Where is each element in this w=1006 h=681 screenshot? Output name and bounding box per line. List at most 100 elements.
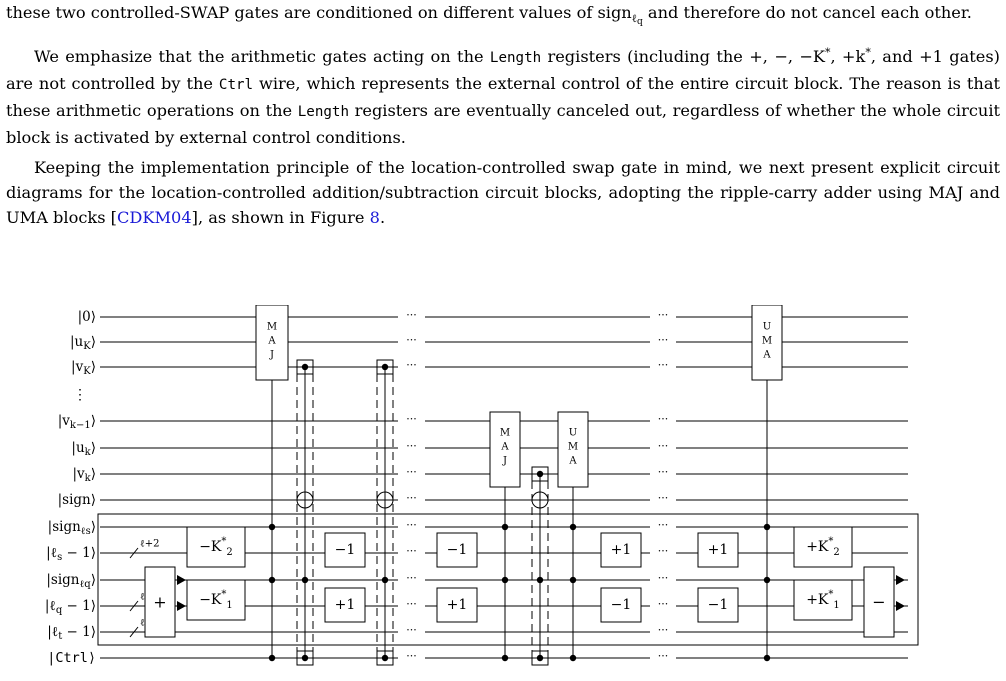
- hdots-5: ···: [406, 466, 417, 479]
- p2-text-c: , +k: [830, 47, 866, 66]
- hdots2-6: ···: [658, 492, 669, 505]
- control-dot: [569, 576, 577, 584]
- uma2-letter-1: M: [762, 336, 772, 347]
- minus-one-gate-2: [436, 532, 478, 568]
- plus-one-gate-4: [697, 532, 739, 568]
- arrow-out-2: [896, 601, 905, 611]
- minus-K1-gate-label-part: *: [221, 589, 226, 600]
- ket-label-1-part: |u: [70, 334, 84, 350]
- hdots-9: ···: [406, 572, 417, 585]
- minus-one-gate-4-label: −1: [708, 597, 729, 613]
- plus-one-gate-1: [324, 587, 366, 623]
- hdots2-8: ···: [658, 545, 669, 558]
- hdots-2: ···: [406, 359, 417, 372]
- ket-label-0-part: |0⟩: [78, 309, 96, 325]
- minus-K2-gate: [186, 526, 246, 568]
- ket-label-3-part: k−1: [70, 420, 91, 431]
- ket-label-7: |signℓs⟩: [48, 519, 96, 537]
- uma1-letter-0: U: [569, 428, 577, 439]
- ket-label-12-part: |Ctrl⟩: [47, 650, 96, 666]
- control-dot: [301, 654, 309, 662]
- ket-label-10-part: |ℓ: [45, 598, 56, 614]
- maj2-letter-2: J: [502, 456, 507, 467]
- minus-one-gate-3-label: −1: [611, 597, 632, 613]
- maj1-letter-1: A: [267, 336, 276, 347]
- hdots2-2: ···: [658, 359, 669, 372]
- uma1-letter-1: M: [568, 442, 578, 453]
- hdots2-0: ···: [658, 309, 669, 322]
- minus-one-gate-4: [697, 587, 739, 623]
- maj2-letter-1: A: [500, 442, 509, 453]
- plus-one-gate-4-label: +1: [708, 542, 729, 558]
- ket-label-10-part: − 1⟩: [62, 598, 96, 614]
- control-dot: [763, 523, 771, 531]
- hdots-0: ···: [406, 309, 417, 322]
- ket-label-5-part: k: [85, 473, 92, 484]
- control-dot: [301, 576, 309, 584]
- ket-label-12: |Ctrl⟩: [47, 650, 96, 666]
- p1-sub: ℓq: [632, 12, 643, 27]
- p2-text-b: registers (including the +, −, −K: [541, 47, 825, 66]
- minus-one-gate-1: [324, 532, 366, 568]
- ket-label-0: |0⟩: [78, 309, 96, 325]
- p2-sup-2: *: [865, 46, 871, 59]
- plus-K1-gate: [793, 579, 853, 621]
- ket-label-8-part: |ℓ: [46, 545, 57, 561]
- paragraph-1: these two controlled-SWAP gates are cond…: [6, 0, 1000, 35]
- maj1-letter-2: J: [269, 350, 274, 361]
- figure-reference-link[interactable]: 8: [369, 208, 380, 227]
- control-dot: [536, 470, 544, 478]
- ket-label-11: |ℓt − 1⟩: [47, 624, 96, 642]
- ket-label-5-part: |v: [72, 466, 85, 482]
- ket-label-1-part: ⟩: [91, 334, 96, 350]
- hdots-6: ···: [406, 492, 417, 505]
- minus-K1-gate-label: −K*1: [199, 589, 233, 611]
- gates: ········································…: [97, 305, 919, 666]
- control-dot: [763, 576, 771, 584]
- ket-label-8-part: s: [57, 552, 62, 563]
- plus-one-gate-3: [600, 532, 642, 568]
- control-dot: [381, 576, 389, 584]
- plus-one-gate-3-label: +1: [611, 542, 632, 558]
- control-dot: [501, 576, 509, 584]
- p1-subsub-q: q: [637, 17, 643, 27]
- circuit-diagram: |0⟩|uK⟩|vK⟩|vk−1⟩|uk⟩|vk⟩|sign⟩|signℓs⟩|…: [45, 305, 919, 666]
- plus-gate-label: +: [153, 593, 166, 612]
- hdots2-5: ···: [658, 466, 669, 479]
- ket-label-8: |ℓs − 1⟩: [46, 545, 96, 563]
- uma2-letter-2: A: [762, 350, 771, 361]
- bus-label-ls: ℓ+2: [140, 539, 160, 550]
- arrow-in-2: [177, 601, 186, 611]
- plus-one-gate-1-label: +1: [335, 597, 356, 613]
- ket-label-11-part: t: [58, 631, 62, 642]
- plus-K2-gate-label: +K*2: [806, 536, 840, 558]
- ket-label-9-part: |sign: [46, 572, 79, 588]
- p2-text-a: We emphasize that the arithmetic gates a…: [34, 47, 490, 66]
- p2-text-f: registers are eventually canceled out, r…: [6, 101, 1000, 147]
- control-dot: [301, 363, 309, 371]
- ket-label-3-part: ⟩: [91, 413, 96, 429]
- bus-slash-ls: [129, 547, 139, 559]
- citation-link[interactable]: CDKM04: [116, 208, 192, 227]
- control-dot: [536, 654, 544, 662]
- ket-label-9-part: ℓq: [80, 579, 92, 590]
- p2-text-d: , and +1 gates) are not controlled by th…: [6, 47, 1000, 93]
- minus-gate: [863, 566, 895, 638]
- minus-K2-gate-label: −K*2: [199, 536, 233, 558]
- ket-label-2-part: |v: [71, 359, 84, 375]
- p1-text-a: these two controlled-SWAP gates are cond…: [6, 3, 632, 22]
- maj2-letter-0: M: [500, 428, 510, 439]
- p2-sup-1: *: [824, 46, 831, 59]
- minus-K2-gate-label-part: *: [221, 536, 226, 547]
- p1-text-b: and therefore do not cancel each other.: [642, 3, 972, 22]
- control-dot: [268, 576, 276, 584]
- hdots-7: ···: [406, 519, 417, 532]
- control-dot: [569, 654, 577, 662]
- bus-slash-lt: [129, 626, 139, 638]
- ket-label-7-part: ⟩: [91, 519, 96, 535]
- arrow-in-1: [177, 575, 186, 585]
- p2-length-register-2: Length: [297, 104, 349, 120]
- ket-label-3-part: |v: [58, 413, 71, 429]
- maj1-letter-0: M: [267, 322, 277, 333]
- ket-label-2: |vK⟩: [71, 359, 96, 377]
